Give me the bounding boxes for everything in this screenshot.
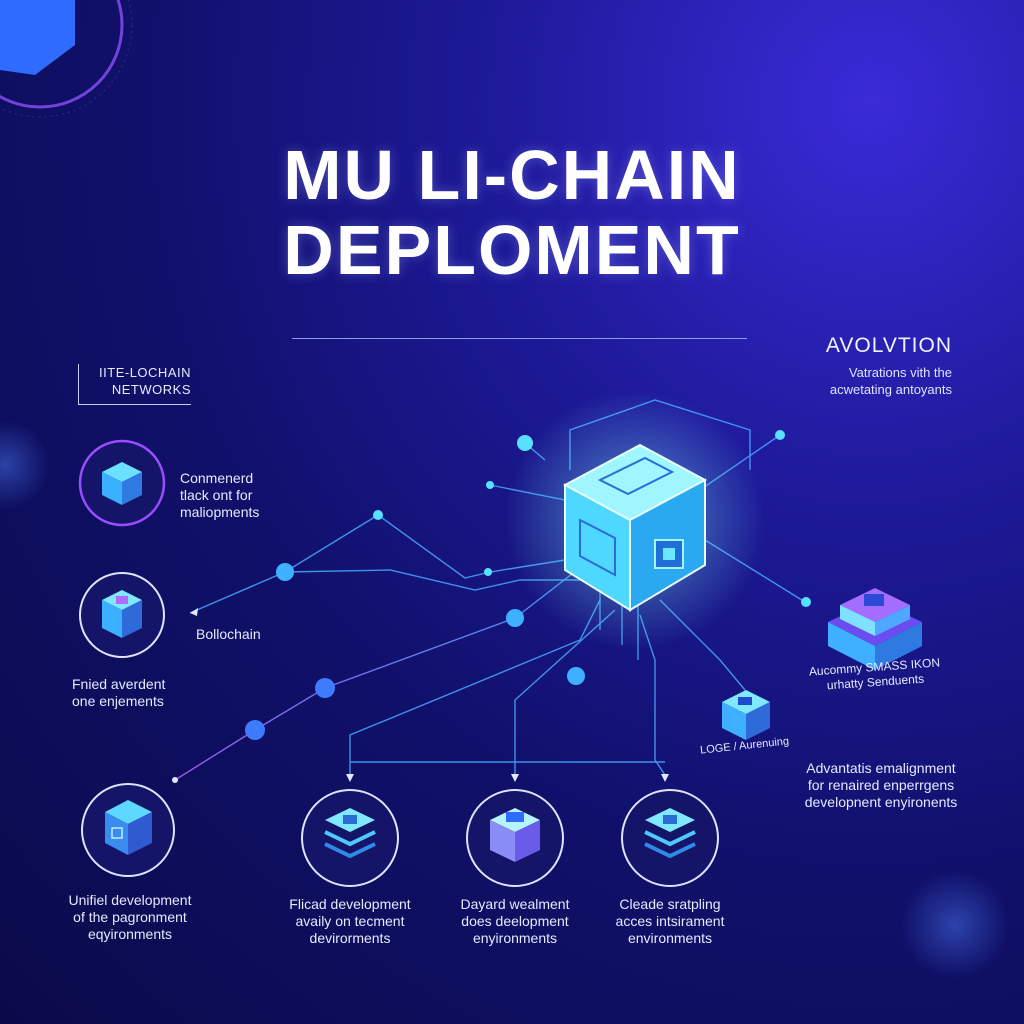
left-section-header: IITE-LOCHAIN NETWORKS [78, 364, 191, 405]
right-header-title: AVOLVTION [825, 334, 952, 357]
line-down-center [514, 609, 616, 775]
node [276, 563, 294, 581]
left-item-label: Bollochain [196, 626, 261, 642]
node [315, 678, 335, 698]
right-large-block-icon [828, 588, 922, 670]
left-header-line1: IITE-LOCHAIN [99, 365, 191, 380]
central-cube [505, 390, 765, 650]
node [373, 510, 383, 520]
right-header-subtitle: Vatrations vith the acwetating antoyants [829, 365, 952, 397]
title-divider [292, 338, 747, 339]
right-section-header: AVOLVTION Vatrations vith the acwetating… [780, 334, 952, 398]
node [506, 609, 524, 627]
page-title-line1: MU LI-CHAIN [283, 136, 741, 214]
bottom-item-label: Dayard wealment does deelopment enyironm… [460, 896, 570, 946]
bottom-icon-3 [621, 789, 719, 887]
bottom-item-label: Cleade sratpling acces intsirament envir… [615, 896, 725, 946]
left-item-label: Conmenerd tlack ont for maliopments [180, 470, 260, 520]
bottom-icon-1 [301, 789, 399, 887]
left-item-label: Unifiel development of the pagronment eq… [68, 892, 192, 942]
node [801, 597, 811, 607]
arrowheads [172, 608, 669, 783]
corner-ring-decoration [0, 0, 133, 118]
page-title-line2: DEPLOMENT [283, 211, 741, 289]
left-item-label: Fnied averdent one enjements [72, 676, 166, 709]
right-small-block-icon [722, 690, 770, 740]
node [484, 568, 492, 576]
node [775, 430, 785, 440]
bottom-item-label: Flicad development availy on tecment dev… [289, 896, 411, 946]
bottom-icon-2 [466, 789, 564, 887]
left-network-icon [78, 439, 166, 527]
ambient-glow [900, 870, 1010, 980]
node [567, 667, 585, 685]
advantages-label: Advantatis emalignment for renaired enpe… [804, 760, 958, 810]
left-header-line2: NETWORKS [111, 382, 191, 397]
left-unified-icon [81, 783, 175, 877]
left-blockchain-icon [79, 572, 165, 658]
node [486, 481, 494, 489]
node [245, 720, 265, 740]
